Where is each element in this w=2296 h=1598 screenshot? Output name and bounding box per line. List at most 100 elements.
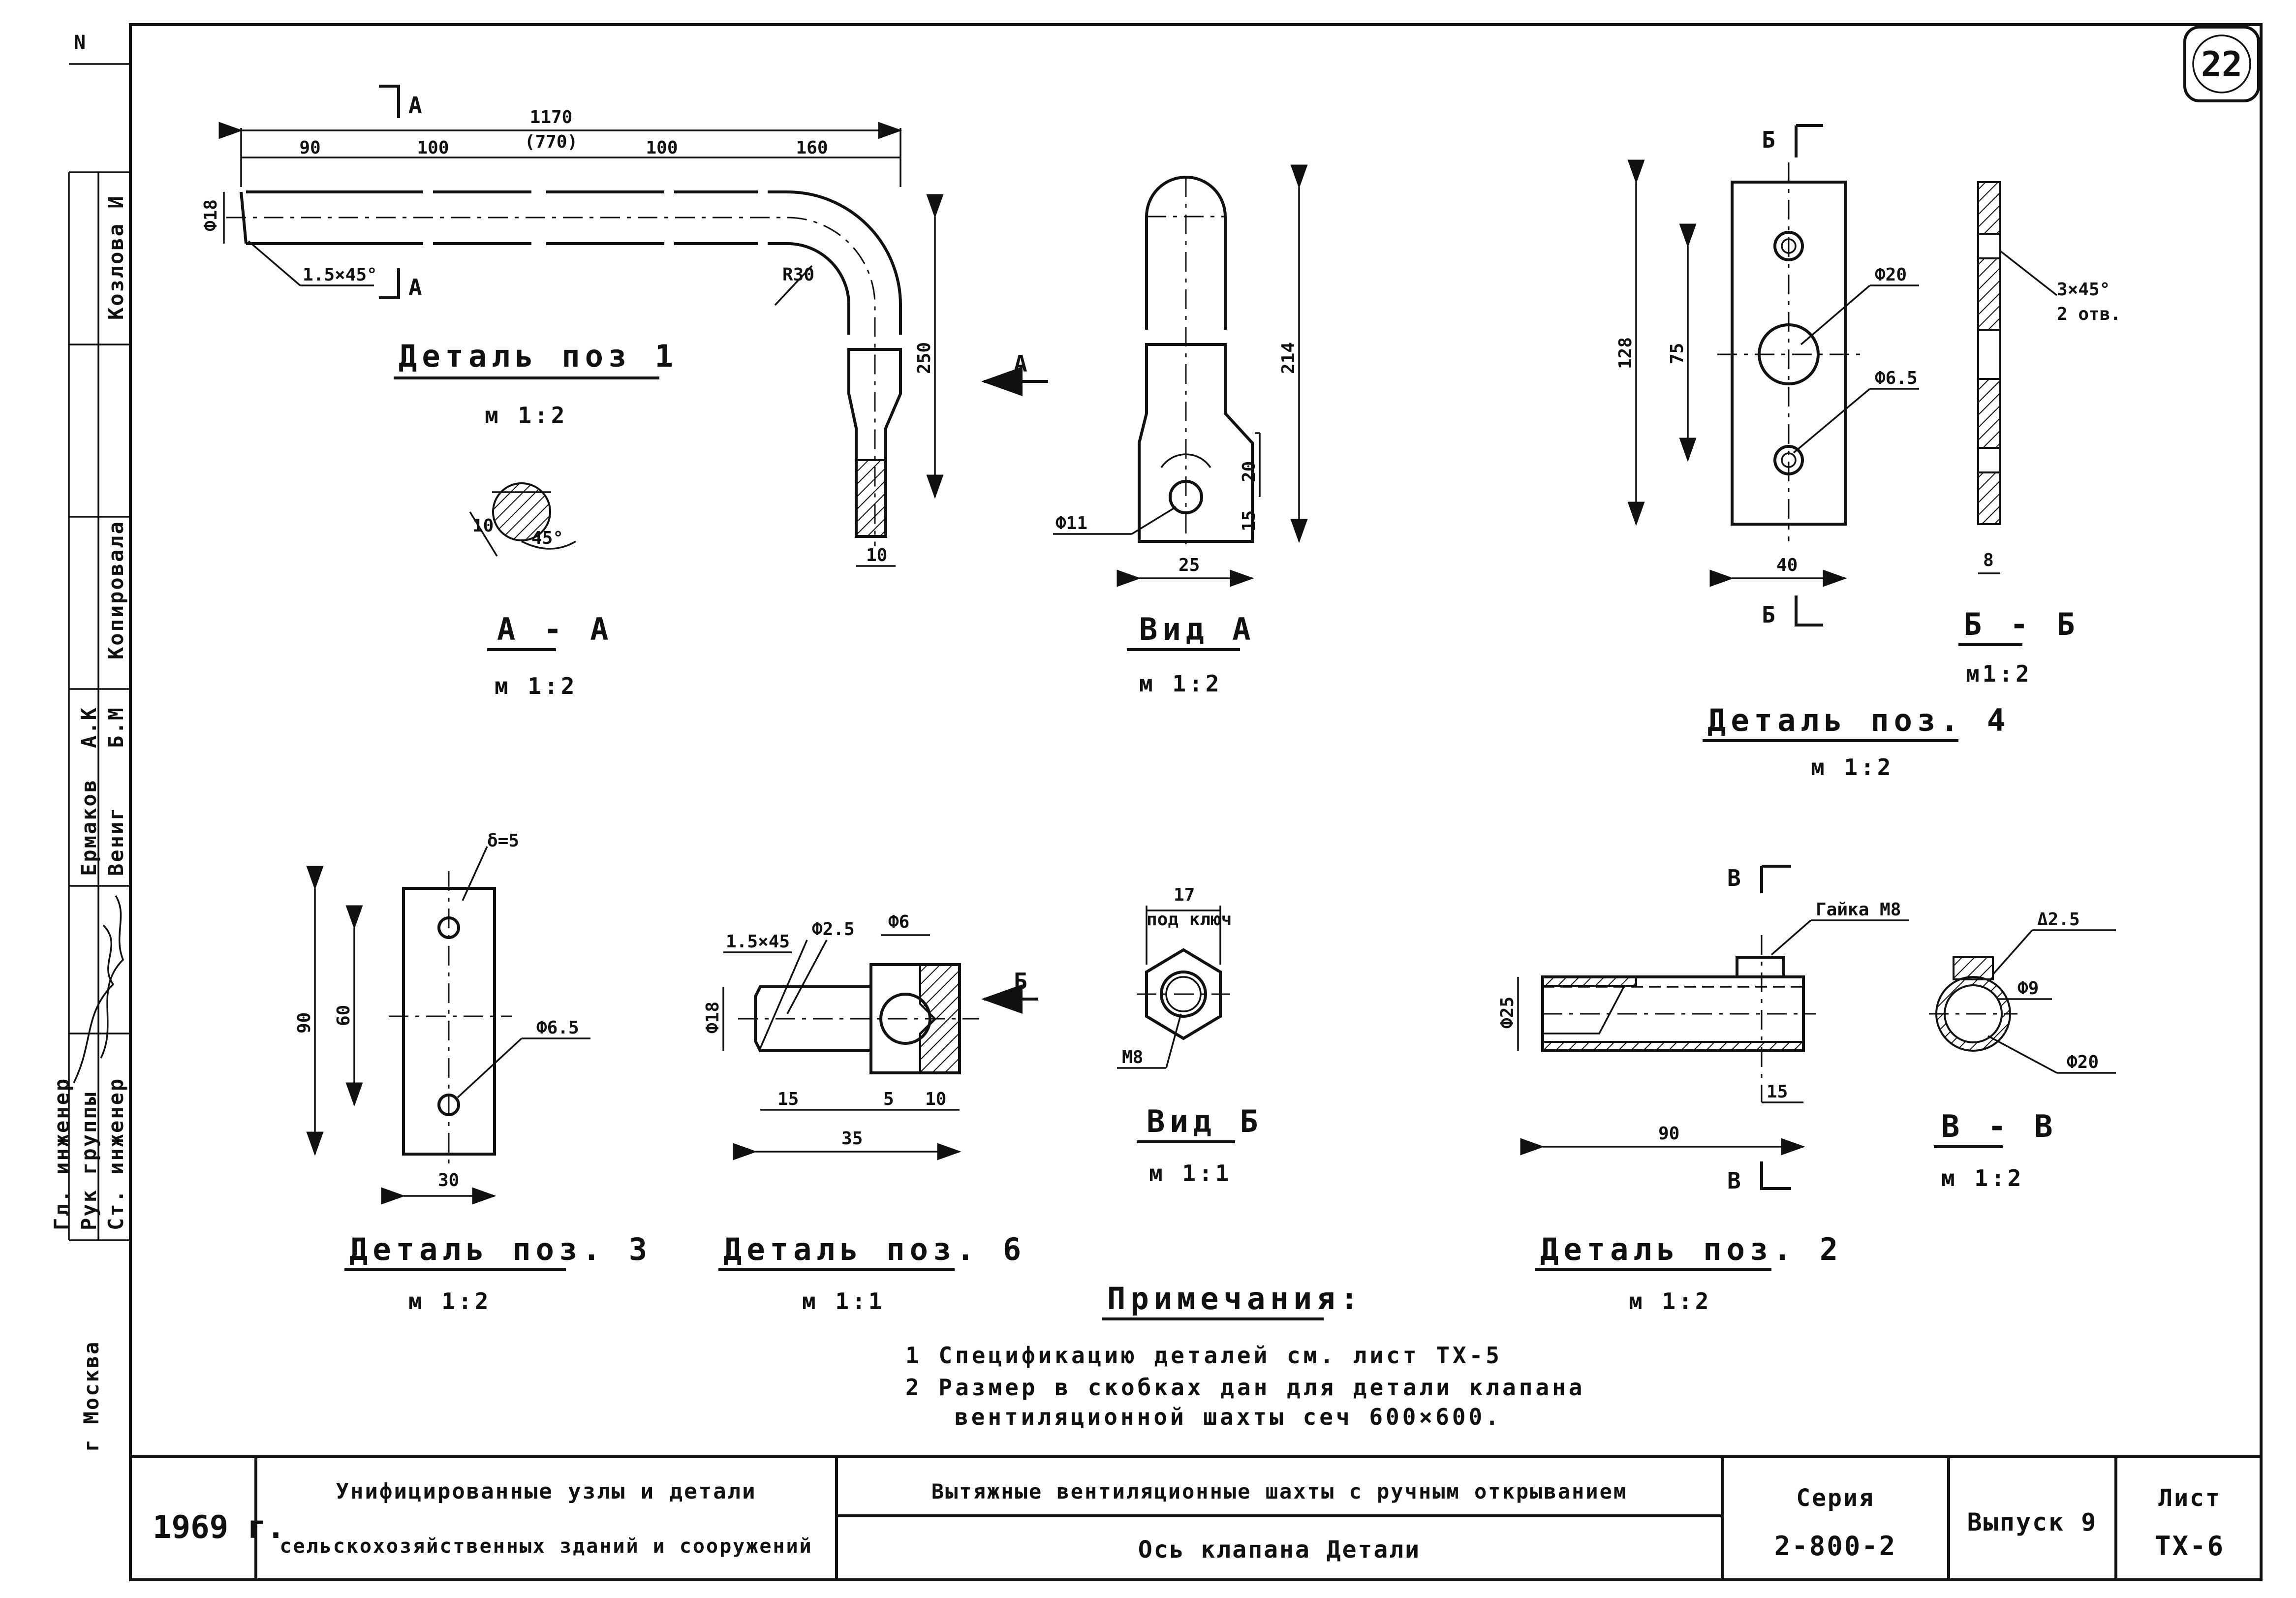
d6-dim-phi25: Ф2.5 — [812, 919, 855, 940]
section-aa-title: А - А — [497, 611, 614, 647]
stamp-row-chief-engineer: Гл. инженер — [50, 1077, 74, 1230]
bb-dim-8: 8 — [1983, 550, 1994, 570]
d3-dim-90: 90 — [294, 1012, 314, 1034]
d6-dim-5: 5 — [883, 1089, 894, 1109]
dim-770: (770) — [525, 132, 578, 152]
corner-mark: N — [74, 31, 86, 54]
detail-4-title: Деталь поз. 4 — [1707, 702, 2010, 738]
section-aa-scale: м 1:2 — [495, 673, 577, 699]
d6-dim-15: 15 — [777, 1089, 799, 1109]
aa-dim-45: 45° — [531, 528, 563, 548]
title-sheet-value: ТХ-6 — [2155, 1531, 2225, 1562]
view-b-scale: м 1:1 — [1149, 1160, 1232, 1187]
vv-dim-d25: Δ2.5 — [2037, 909, 2080, 930]
d4-dim-phi20: Ф20 — [1875, 265, 1907, 285]
sheet-number-badge: 22 — [2183, 26, 2260, 102]
detail-2-drawing: Гайка М8 Ф25 15 90 В В — [1497, 865, 1909, 1194]
section-vv-title: В - В — [1941, 1108, 2058, 1144]
view-b-drawing: 17 под ключ М8 — [1117, 885, 1232, 1069]
stamp-name-kozlova: Козлова И — [104, 194, 128, 320]
view-b-title: Вид Б — [1147, 1103, 1263, 1139]
d4-dim-75: 75 — [1667, 343, 1687, 364]
section-bb-scale: м1:2 — [1966, 660, 2032, 687]
detail-3-drawing: 90 60 δ=5 Ф6.5 30 — [294, 831, 590, 1205]
detail-1-title: Деталь поз 1 — [399, 338, 678, 374]
d6-dim-chamfer: 1.5×45 — [726, 932, 790, 952]
detail-1-drawing: 1170 (770) 90 100 100 160 Ф18 1.5×45° R3… — [201, 85, 1048, 567]
view-a-title: Вид А — [1139, 611, 1256, 647]
detail-3-scale: м 1:2 — [408, 1288, 491, 1315]
stamp-city: г Москва — [79, 1341, 103, 1452]
stamp-code-bm: Б.М — [104, 706, 128, 748]
dim-10: 10 — [866, 545, 887, 565]
section-mark-a-top: А — [408, 92, 425, 119]
title-org-line1: Унифицированные узлы и детали — [336, 1479, 756, 1504]
d6-dim-phi6: Ф6 — [888, 912, 909, 932]
stamp-code-ak: А.К — [77, 706, 101, 748]
title-issue: Выпуск 9 — [1967, 1508, 2098, 1536]
vv-dim-phi9: Ф9 — [2017, 978, 2039, 999]
notes-block: Примечания: 1 Спецификацию деталей см. л… — [905, 1281, 1585, 1430]
d3-dim-60: 60 — [334, 1005, 354, 1026]
detail-4-scale: м 1:2 — [1811, 754, 1893, 781]
title-block: 1969 г. Унифицированные узлы и детали се… — [153, 1457, 2225, 1580]
d2-dim-90: 90 — [1658, 1124, 1679, 1144]
detail-3-title: Деталь поз. 3 — [349, 1231, 652, 1267]
va-dim-20: 20 — [1239, 461, 1259, 482]
stamp-row-senior-engineer: Ст. инженер — [104, 1077, 128, 1230]
vb-dim-17: 17 — [1174, 885, 1195, 905]
d4-dim-40: 40 — [1776, 555, 1798, 575]
detail-2-scale: м 1:2 — [1629, 1288, 1711, 1315]
detail-6-scale: м 1:1 — [802, 1288, 885, 1315]
view-arrow-b: Б — [1014, 968, 1030, 995]
va-dim-214: 214 — [1278, 342, 1299, 374]
title-subject-line2: Ось клапана Детали — [1138, 1536, 1421, 1564]
d6-dim-35: 35 — [841, 1128, 863, 1149]
d2-dim-15: 15 — [1767, 1082, 1788, 1102]
dim-250: 250 — [914, 342, 934, 374]
section-vv-scale: м 1:2 — [1941, 1165, 2024, 1191]
stamp-name-venig: Вениг — [104, 807, 128, 876]
va-dim-25: 25 — [1179, 555, 1200, 575]
d6-dim-10: 10 — [925, 1089, 946, 1109]
d3-dim-phi65: Ф6.5 — [536, 1018, 579, 1038]
sheet-frame — [129, 23, 2263, 1581]
vb-dim-m8: М8 — [1122, 1047, 1143, 1067]
title-subject-line1: Вытяжные вентиляционные шахты с ручным о… — [931, 1479, 1627, 1504]
note-2-cont: вентиляционной шахты сеч 600×600. — [955, 1404, 1502, 1430]
dim-phi18: Ф18 — [201, 199, 221, 231]
dim-100b: 100 — [646, 138, 678, 158]
title-year: 1969 г. — [153, 1509, 285, 1546]
detail-6-title: Деталь поз. 6 — [723, 1231, 1026, 1267]
section-vv-drawing: Δ2.5 Ф9 Ф20 — [1929, 909, 2116, 1074]
dim-90: 90 — [299, 138, 320, 158]
section-mark-v-bottom: В — [1727, 1167, 1744, 1194]
va-dim-15: 15 — [1239, 510, 1259, 532]
section-mark-b-bottom: Б — [1762, 601, 1778, 628]
signature-1 — [73, 924, 115, 1083]
d2-dim-phi25: Ф25 — [1497, 997, 1518, 1029]
view-a-scale: м 1:2 — [1139, 670, 1222, 697]
signature-2 — [100, 895, 124, 1059]
title-series-label: Серия — [1796, 1484, 1875, 1512]
title-series-value: 2-800-2 — [1774, 1531, 1897, 1562]
section-mark-v-top: В — [1727, 865, 1744, 891]
title-org-line2: сельскохозяйственных зданий и сооружений — [279, 1535, 812, 1558]
section-mark-b-top: Б — [1762, 126, 1778, 153]
d2-dim-nut: Гайка М8 — [1816, 900, 1901, 920]
sheet-number: 22 — [2201, 44, 2242, 85]
d6-dim-phi18: Ф18 — [703, 1002, 723, 1034]
dim-chamfer: 1.5×45° — [303, 265, 377, 285]
view-a-drawing: 214 20 15 Ф11 25 — [1053, 164, 1308, 587]
detail-2-title: Деталь поз. 2 — [1540, 1231, 1843, 1267]
note-1: 1 Спецификацию деталей см. лист ТХ-5 — [905, 1342, 1502, 1369]
section-bb-drawing: 3×45° 2 отв. 8 — [1977, 181, 2121, 574]
stamp-role-copied: Копировала — [104, 520, 128, 659]
dim-160: 160 — [796, 138, 828, 158]
note-2: 2 Размер в скобках дан для детали клапан… — [905, 1374, 1585, 1401]
dim-1170: 1170 — [530, 107, 573, 127]
section-aa-drawing: 10 45° — [469, 482, 576, 557]
dim-100a: 100 — [417, 138, 449, 158]
d4-dim-128: 128 — [1615, 337, 1636, 369]
vb-dim-key: под ключ — [1147, 909, 1232, 930]
